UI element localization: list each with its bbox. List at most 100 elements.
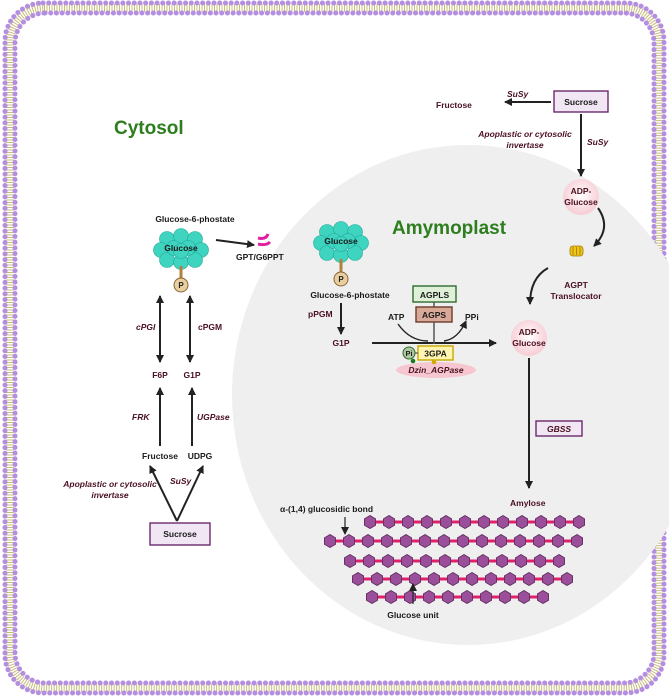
glucose-unit-icon bbox=[477, 515, 491, 529]
udpg-label: UDPG bbox=[188, 451, 213, 461]
phosphate-cytosol-icon bbox=[173, 266, 189, 293]
glucose-unit-icon bbox=[323, 534, 337, 548]
glucose-unit-icon bbox=[503, 572, 516, 586]
susy-vertical-label: SuSy bbox=[587, 137, 610, 147]
invertase-cyt-line2: invertase bbox=[91, 490, 129, 500]
amylose-label: Amylose bbox=[510, 498, 546, 508]
glucose-unit-icon bbox=[460, 590, 474, 604]
atp-label: ATP bbox=[388, 312, 405, 322]
glucose-unit-label: Glucose unit bbox=[387, 610, 439, 620]
gbss-label: GBSS bbox=[547, 424, 571, 434]
glucose-unit-icon bbox=[515, 554, 527, 568]
glucose-unit-icon bbox=[495, 554, 509, 568]
sucrose-top-box bbox=[553, 90, 609, 113]
adp-glucose-top-line1: ADP- bbox=[571, 186, 592, 196]
gpt-label: GPT/G6PPT bbox=[236, 252, 285, 262]
glucose-unit-icon bbox=[537, 590, 549, 604]
glucose-unit-icon bbox=[476, 554, 490, 568]
ugpase-label: UGPase bbox=[197, 412, 230, 422]
frk-label: FRK bbox=[132, 412, 150, 422]
glucose-unit-icon bbox=[399, 534, 413, 548]
dzin-agpase-shape bbox=[396, 362, 476, 378]
glucose-unit-icon bbox=[363, 515, 377, 529]
3gpa-label: 3GPA bbox=[424, 349, 447, 359]
f6p-label: F6P bbox=[152, 370, 168, 380]
glucose-unit-icon bbox=[437, 534, 451, 548]
glucose-bead bbox=[347, 245, 363, 261]
glucose-unit-icon bbox=[446, 572, 460, 586]
glucose-unit-icon bbox=[465, 572, 479, 586]
glucose-unit-icon bbox=[365, 590, 379, 604]
adp-glucose-plastid bbox=[511, 320, 547, 356]
agps-label: AGPS bbox=[422, 310, 446, 320]
arrow-agpt-transport bbox=[526, 267, 549, 305]
glucose-unit-icon bbox=[342, 534, 356, 548]
glucose-unit-icon bbox=[518, 590, 530, 604]
amylose-chains bbox=[323, 515, 585, 604]
agpt-label-line2: Translocator bbox=[550, 291, 602, 301]
glucose-unit-icon bbox=[382, 515, 396, 529]
glucose-unit-icon bbox=[552, 534, 564, 548]
sucrose-bottom-label: Sucrose bbox=[163, 529, 197, 539]
glucose-unit-icon bbox=[351, 572, 365, 586]
sucrose-bottom-box bbox=[149, 522, 211, 546]
glucose-cluster-plastid-icon bbox=[313, 221, 369, 263]
adp-glucose-top-line2: Glucose bbox=[564, 197, 598, 207]
invertase-cyt-line1: Apoplastic or cytosolic bbox=[62, 479, 157, 489]
glucose-bead bbox=[173, 243, 189, 259]
dzin-agpase-label: Dzin_AGPase bbox=[408, 365, 464, 375]
amyloplast-title: Amymoplast bbox=[392, 218, 507, 239]
glucose-unit-icon bbox=[553, 554, 565, 568]
phosphate-cytosol-label: P bbox=[178, 281, 184, 290]
glucose-unit-icon bbox=[380, 534, 394, 548]
fructose-top-label: Fructose bbox=[436, 100, 472, 110]
glucose-unit-icon bbox=[458, 515, 472, 529]
sucrose-top-label: Sucrose bbox=[564, 97, 598, 107]
glucose-unit-icon bbox=[384, 590, 398, 604]
glucose-unit-icon bbox=[514, 534, 526, 548]
glucosidic-bond-label: α-(1,4) glucosidic bond bbox=[280, 504, 373, 514]
glucose-unit-icon bbox=[494, 534, 508, 548]
cpgm-label: cPGM bbox=[198, 322, 222, 332]
glucose-bead bbox=[333, 236, 349, 252]
glucose-unit-icon bbox=[438, 554, 452, 568]
glucose-plastid-label: Glucose bbox=[324, 236, 358, 246]
susy-cytosol-label: SuSy bbox=[170, 476, 193, 486]
g1p-plastid-label: G1P bbox=[332, 338, 349, 348]
glucose-unit-icon bbox=[573, 515, 585, 529]
invertase-top-line1: Apoplastic or cytosolic bbox=[477, 129, 572, 139]
glucose-unit-icon bbox=[422, 590, 436, 604]
glucose-unit-icon bbox=[523, 572, 535, 586]
glucose-unit-icon bbox=[408, 572, 422, 586]
glucose-cluster-cytosol-icon bbox=[153, 228, 209, 270]
glucose-unit-icon bbox=[516, 515, 528, 529]
glucose-unit-icon bbox=[389, 572, 403, 586]
activator-dot-2 bbox=[431, 359, 437, 365]
glucose-unit-icon bbox=[534, 554, 546, 568]
glucose-unit-icon bbox=[533, 534, 545, 548]
glucose-unit-icon bbox=[403, 590, 417, 604]
glucose-unit-icon bbox=[362, 554, 376, 568]
glucose-unit-icon bbox=[475, 534, 489, 548]
glucose-unit-icon bbox=[496, 515, 510, 529]
glucose-unit-icon bbox=[361, 534, 375, 548]
glucose-unit-icon bbox=[484, 572, 498, 586]
phosphate-plastid-icon bbox=[333, 259, 349, 287]
arrow-adpglucose-curve bbox=[593, 207, 605, 247]
glucose-unit-icon bbox=[479, 590, 493, 604]
glucose-unit-icon bbox=[439, 515, 453, 529]
glucose-unit-icon bbox=[370, 572, 384, 586]
phosphate-plastid-label: P bbox=[338, 275, 344, 284]
glucose-unit-icon bbox=[561, 572, 573, 586]
glucose-unit-icon bbox=[381, 554, 395, 568]
arrow-atp-in bbox=[397, 323, 429, 342]
glucose-unit-icon bbox=[571, 534, 583, 548]
glucose-unit-icon bbox=[456, 534, 470, 548]
glucose-unit-icon bbox=[441, 590, 455, 604]
agpls-label: AGPLS bbox=[420, 290, 450, 300]
glucose-unit-icon bbox=[343, 554, 357, 568]
activator-dot bbox=[410, 358, 416, 364]
arrow-sucrose-to-fructose-cyt bbox=[149, 465, 178, 522]
ppi-label: PPi bbox=[465, 312, 479, 322]
